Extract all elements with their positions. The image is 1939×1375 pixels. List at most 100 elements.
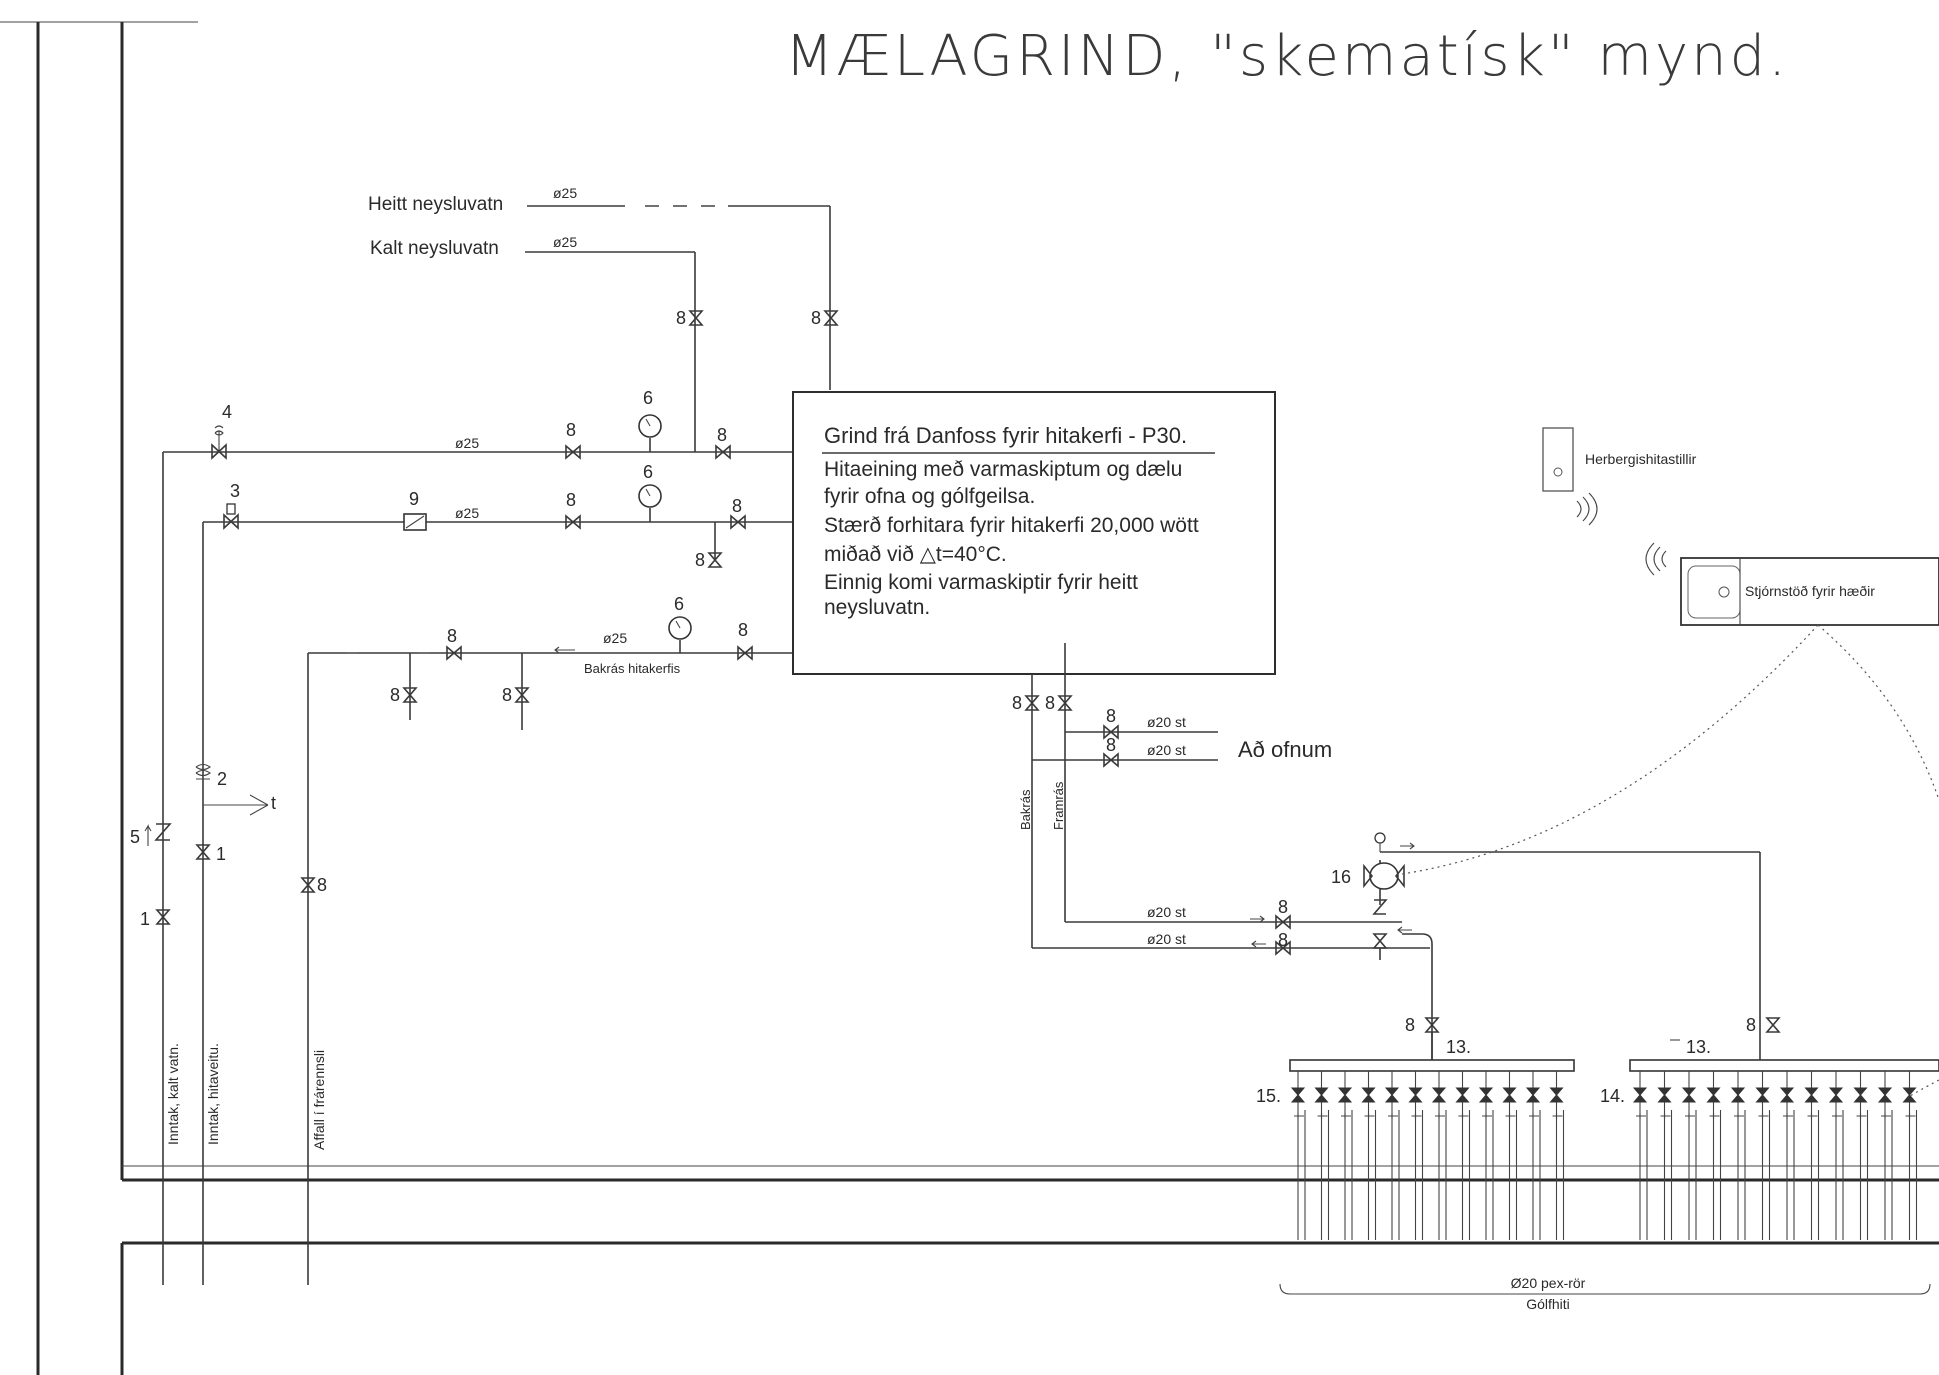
- check-valve-icon: [1372, 899, 1388, 915]
- label-8: 8: [717, 425, 727, 445]
- loop-valve-icon: [1384, 1087, 1400, 1103]
- label-6: 6: [643, 388, 653, 408]
- loop-fitting-icon: [1905, 1113, 1916, 1119]
- label-8: 8: [732, 496, 742, 516]
- label-8: 8: [1106, 706, 1116, 726]
- label-8: 8: [695, 550, 705, 570]
- valve-icon: [155, 909, 171, 925]
- valve-icon: [1424, 1017, 1440, 1033]
- loop-fitting-icon: [1881, 1113, 1891, 1119]
- valve-icon: [1275, 940, 1291, 956]
- loop-fitting-icon: [1529, 1113, 1539, 1119]
- loop-valve-icon: [1902, 1087, 1917, 1103]
- loop-fitting-icon: [1411, 1113, 1422, 1119]
- inlet-hot-label: Inntak, hitaveitu.: [205, 1043, 221, 1145]
- loop-fitting-icon: [1482, 1113, 1492, 1119]
- valve-icon: [514, 687, 530, 703]
- loop-valve-icon: [1502, 1087, 1517, 1103]
- label-8: 8: [811, 308, 821, 328]
- pipe-dim-top: ø25: [455, 435, 479, 451]
- gauge-icon: [668, 616, 692, 653]
- danfoss-line-3: Stærð forhitara fyrir hitakerfi 20,000 w…: [824, 514, 1199, 537]
- control-unit-label: Stjórnstöð fyrir hæðir: [1745, 583, 1875, 599]
- manifold-right-header: 13.: [1686, 1037, 1711, 1057]
- inlet-cold-label: Inntak, kalt vatn.: [165, 1043, 181, 1145]
- label-8: 8: [317, 875, 327, 895]
- valve-icon: [1103, 724, 1119, 740]
- pump-actuator-icon: [1363, 862, 1405, 890]
- thermostat-icon: [1542, 427, 1574, 492]
- label-8: 8: [566, 420, 576, 440]
- label-8: 8: [566, 490, 576, 510]
- valve-icon: [1765, 1017, 1781, 1033]
- loop-fitting-icon: [1783, 1113, 1793, 1119]
- label-2: 2: [217, 769, 227, 789]
- mixing-valve-icon: [1372, 933, 1388, 949]
- danfoss-line-4: miðað við △t=40°C.: [824, 543, 1007, 566]
- loop-fitting-icon: [1758, 1113, 1769, 1119]
- loop-valve-icon: [1877, 1087, 1893, 1103]
- page-title: MÆLAGRIND, "skematísk" mynd.: [785, 24, 1789, 89]
- danfoss-line-1: Hitaeining með varmaskiptum og dælu: [824, 458, 1182, 481]
- label-8: 8: [390, 685, 400, 705]
- cold-water-label: Kalt neysluvatn: [370, 238, 499, 259]
- label-8: 8: [1278, 897, 1288, 917]
- gauge-icon: [638, 414, 662, 452]
- radiator-label: Að ofnum: [1238, 737, 1332, 762]
- label-16: 16: [1331, 867, 1351, 887]
- pressure-gauges: 6 6 6: [638, 388, 692, 653]
- manifold-right-loops: [1632, 1071, 1918, 1240]
- loop-valve-icon: [1804, 1087, 1819, 1103]
- sensor-icon: [1374, 832, 1386, 844]
- loop-fitting-icon: [1709, 1113, 1720, 1119]
- loop-fitting-icon: [1435, 1113, 1445, 1119]
- loop-valve-icon: [1525, 1087, 1541, 1103]
- label-4: 4: [222, 402, 232, 422]
- pex-label: Ø20 pex-rör: [1511, 1275, 1586, 1291]
- danfoss-title: Grind frá Danfoss fyrir hitakerfi - P30.: [824, 423, 1187, 448]
- loop-valve-icon: [1681, 1087, 1697, 1103]
- thermostat-label: Herbergishitastillir: [1585, 451, 1697, 467]
- loop-valve-icon: [1361, 1087, 1376, 1103]
- valve-icon: [402, 687, 418, 703]
- valve-icon: [730, 514, 746, 530]
- valve-icon: [823, 310, 839, 326]
- loop-fitting-icon: [1685, 1113, 1695, 1119]
- hot-water-label: Heitt neysluvatn: [368, 194, 503, 215]
- label-t: t: [271, 793, 276, 813]
- loop-valve-icon: [1478, 1087, 1494, 1103]
- check-valve-icon: [154, 823, 172, 841]
- loop-valve-icon: [1314, 1087, 1329, 1103]
- loop-fitting-icon: [1294, 1113, 1304, 1119]
- supply-vertical-label: Framrás: [1051, 781, 1066, 830]
- valve-icon: [446, 645, 462, 661]
- label-5: 5: [130, 827, 140, 847]
- valve-icon: [565, 514, 581, 530]
- inlet-components: 4 3 9 2 t 1 5 1: [130, 402, 427, 929]
- manifold-left: 8 13. 15.: [1256, 1015, 1575, 1240]
- label-8: 8: [1405, 1015, 1415, 1035]
- danfoss-line-6: neysluvatn.: [824, 596, 930, 619]
- manifold-right: 8 13. 14.: [1600, 1015, 1939, 1240]
- loop-valve-icon: [1755, 1087, 1770, 1103]
- thermostat: Herbergishitastillir: [1542, 427, 1697, 576]
- radiator-branch: Bakrás Framrás 8 8 8 8 ø20 st ø20 st Að …: [1012, 643, 1402, 949]
- loop-valve-icon: [1455, 1087, 1470, 1103]
- label-8: 8: [1012, 693, 1022, 713]
- main-pipes: ø25 ø25 ø25 Bakrás hitakerfis: [162, 435, 792, 1285]
- drain-label: Affall í frárennsli: [311, 1050, 327, 1150]
- danfoss-box: Grind frá Danfoss fyrir hitakerfi - P30.…: [792, 391, 1276, 675]
- loop-valve-icon: [1706, 1087, 1721, 1103]
- label-8: 8: [1278, 930, 1288, 950]
- manifold-left-valves: 15.: [1256, 1086, 1281, 1106]
- pex-sublabel: Gólfhiti: [1526, 1296, 1570, 1312]
- loop-valve-icon: [1431, 1087, 1447, 1103]
- building-frame: [0, 21, 1939, 1375]
- label-1: 1: [140, 909, 150, 929]
- label-1: 1: [216, 844, 226, 864]
- manifold-right-valves: 14.: [1600, 1086, 1625, 1106]
- manifold-left-loops: [1290, 1071, 1565, 1240]
- loop-valve-icon: [1549, 1087, 1564, 1103]
- return-label: Bakrás hitakerfis: [584, 661, 681, 676]
